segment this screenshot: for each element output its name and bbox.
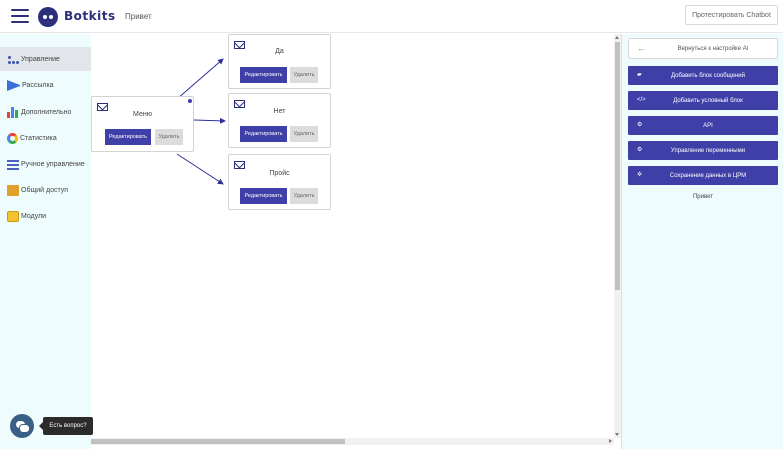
brand-name: Botkits bbox=[64, 9, 116, 23]
action-label: API bbox=[703, 122, 713, 129]
gears-icon: ⚙ bbox=[637, 122, 643, 128]
botkits-logo-icon bbox=[38, 7, 58, 27]
code-icon: </> bbox=[637, 97, 646, 103]
connector-menu-no bbox=[193, 117, 226, 124]
action-label: Управление переменными bbox=[670, 147, 746, 154]
share-users-icon bbox=[7, 184, 19, 196]
back-button-label: Вернуться к настройке AI bbox=[677, 46, 749, 52]
sidebar-item-manual-control[interactable]: Ручное управление bbox=[0, 152, 91, 176]
sidebar-item-modules[interactable]: Модули bbox=[0, 204, 91, 228]
flow-node-price[interactable]: Пройс Редактировать Удалить bbox=[228, 154, 331, 210]
flow-node-menu[interactable]: Меню Редактировать Удалить bbox=[91, 96, 194, 152]
edit-button[interactable]: Редактировать bbox=[240, 188, 287, 204]
scroll-up-icon[interactable] bbox=[615, 36, 619, 39]
top-bar: Botkits Привет Протестировать Chatbot bbox=[0, 0, 783, 33]
chat-bubble-icon[interactable] bbox=[10, 414, 34, 438]
sidebar-item-label: Управление bbox=[21, 55, 60, 63]
test-chatbot-button[interactable]: Протестировать Chatbot bbox=[685, 5, 778, 25]
delete-button[interactable]: Удалить bbox=[290, 126, 318, 142]
connector-menu-yes bbox=[176, 58, 224, 100]
scroll-down-icon[interactable] bbox=[615, 433, 619, 436]
action-label: Добавить блок сообщений bbox=[671, 72, 745, 79]
edit-button[interactable]: Редактировать bbox=[240, 67, 287, 83]
horizontal-scrollbar[interactable] bbox=[91, 438, 614, 445]
hamburger-menu-icon[interactable] bbox=[11, 9, 29, 23]
sidebar-item-label: Общий доступ bbox=[21, 186, 69, 194]
add-conditional-block-button[interactable]: </> Добавить условный блок bbox=[628, 91, 778, 110]
action-label: Добавить условный блок bbox=[673, 97, 743, 104]
node-title: Нет bbox=[273, 108, 286, 115]
right-panel: ← Вернуться к настройке AI ▰ Добавить бл… bbox=[621, 34, 783, 449]
envelope-icon bbox=[234, 41, 245, 49]
message-block-icon: ▰ bbox=[637, 72, 642, 78]
sidebar-item-statistics[interactable]: Статистика bbox=[0, 126, 91, 150]
action-label: Сохранение данных в ЦРМ bbox=[669, 172, 747, 179]
sidebar-item-label: Рассылка bbox=[22, 81, 54, 89]
node-title: Меню bbox=[133, 111, 152, 118]
sparkle-icon: ✲ bbox=[637, 172, 643, 178]
gears-icon: ⚙ bbox=[637, 147, 643, 153]
manage-variables-button[interactable]: ⚙ Управление переменными bbox=[628, 141, 778, 160]
edit-button[interactable]: Редактировать bbox=[105, 129, 151, 145]
sidebar-item-label: Статистика bbox=[20, 134, 57, 142]
sidebar-item-shared-access[interactable]: Общий доступ bbox=[0, 178, 91, 202]
node-title: Да bbox=[275, 48, 284, 55]
connector-lines bbox=[176, 58, 226, 185]
envelope-icon bbox=[234, 161, 245, 169]
paper-plane-icon bbox=[7, 79, 20, 91]
sidebar-item-mailing[interactable]: Рассылка bbox=[0, 73, 91, 97]
sidebar: Управление Рассылка Дополнительно Статис… bbox=[0, 34, 91, 449]
sidebar-item-additional[interactable]: Дополнительно bbox=[0, 100, 91, 124]
delete-button[interactable]: Удалить bbox=[155, 129, 183, 145]
sidebar-item-management[interactable]: Управление bbox=[0, 47, 91, 71]
delete-button[interactable]: Удалить bbox=[290, 188, 318, 204]
page-title: Привет bbox=[125, 12, 152, 21]
dots-icon bbox=[7, 54, 19, 65]
add-message-block-button[interactable]: ▰ Добавить блок сообщений bbox=[628, 66, 778, 85]
connector-menu-price bbox=[176, 153, 224, 185]
horizontal-scroll-thumb[interactable] bbox=[91, 439, 345, 444]
envelope-icon bbox=[97, 103, 108, 111]
envelope-icon bbox=[234, 100, 245, 108]
save-to-crm-button[interactable]: ✲ Сохранение данных в ЦРМ bbox=[628, 166, 778, 185]
vertical-scrollbar[interactable] bbox=[614, 34, 621, 438]
sidebar-item-label: Ручное управление bbox=[21, 160, 85, 168]
bar-chart-icon bbox=[7, 106, 19, 118]
sliders-icon bbox=[7, 159, 19, 170]
back-to-ai-settings-button[interactable]: ← Вернуться к настройке AI bbox=[628, 38, 778, 59]
module-icon bbox=[7, 210, 19, 222]
chat-tooltip: Есть вопрос? bbox=[39, 417, 93, 435]
api-button[interactable]: ⚙ API bbox=[628, 116, 778, 135]
flow-canvas[interactable]: Меню Редактировать Удалить Да Редактиров… bbox=[91, 34, 614, 438]
panel-footer-text: Привет bbox=[692, 194, 713, 200]
connector-handle[interactable] bbox=[188, 99, 192, 103]
scroll-right-icon[interactable] bbox=[609, 439, 612, 443]
flow-node-yes[interactable]: Да Редактировать Удалить bbox=[228, 34, 331, 89]
arrow-left-icon: ← bbox=[637, 43, 646, 53]
sidebar-item-label: Модули bbox=[21, 212, 47, 220]
delete-button[interactable]: Удалить bbox=[290, 67, 318, 83]
edit-button[interactable]: Редактировать bbox=[240, 126, 287, 142]
ring-chart-icon bbox=[7, 132, 18, 144]
flow-node-no[interactable]: Нет Редактировать Удалить bbox=[228, 93, 331, 148]
node-title: Пройс bbox=[269, 170, 290, 177]
sidebar-item-label: Дополнительно bbox=[21, 108, 72, 116]
vertical-scroll-thumb[interactable] bbox=[615, 42, 620, 290]
